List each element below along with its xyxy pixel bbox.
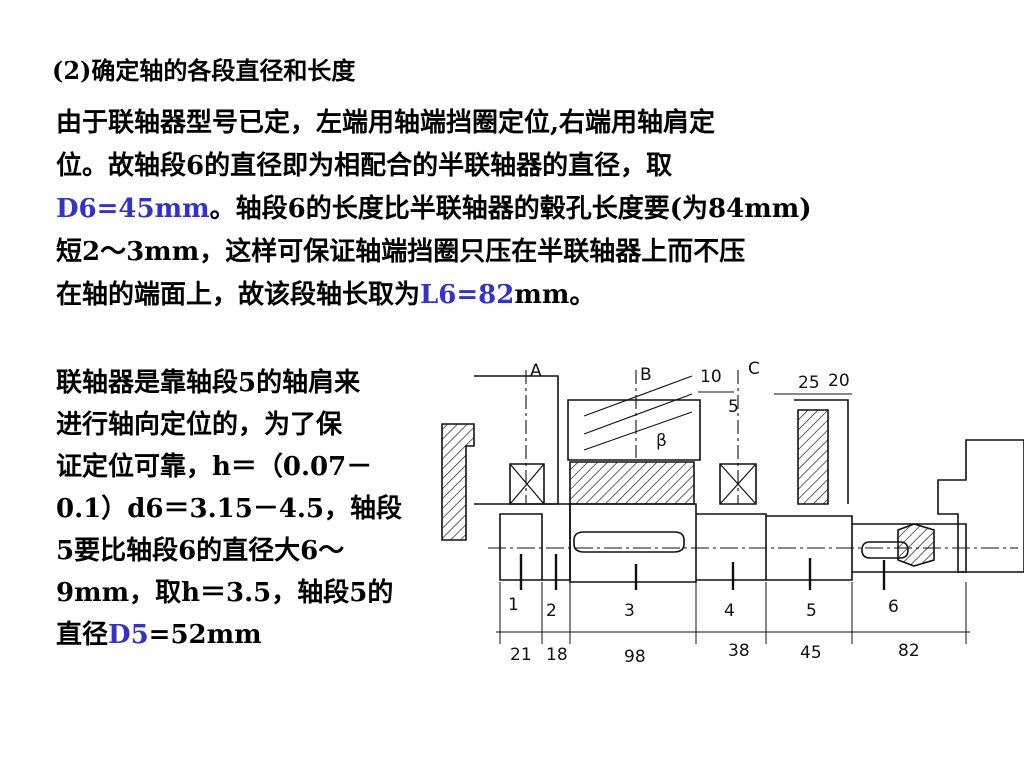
d5-value: D5: [108, 620, 149, 650]
segment-number-6: 6: [888, 597, 899, 617]
side-paragraph-line-1: 联轴器是靠轴段5的轴肩来: [56, 368, 361, 398]
main-paragraph-line-1: 由于联轴器型号已定，左端用轴端挡圈定位,右端用轴肩定: [56, 108, 716, 138]
main-paragraph-line-4: 短2～3mm，这样可保证轴端挡圈只压在半联轴器上而不压: [56, 237, 746, 267]
side-paragraph-line-4: 0.1）d6＝3.15－4.5，轴段: [56, 494, 403, 524]
shaft-assembly-drawing: A B C β 10 5 25 20 1 2 3 4 5 6 21 18 98 …: [438, 354, 1024, 670]
main-paragraph-line-5: 在轴的端面上，故该段轴长取为L6=82mm。: [56, 274, 986, 317]
segment-number-5: 5: [806, 601, 817, 621]
label-beta: β: [656, 431, 667, 451]
dim-top-5: 5: [728, 397, 739, 417]
label-b: B: [640, 365, 652, 385]
gear-hub: [569, 461, 695, 505]
right-housing: [797, 409, 829, 505]
side-paragraph-line-6: 9mm，取h＝3.5，轴段5的: [56, 578, 394, 608]
dim-top-10: 10: [700, 367, 722, 387]
dim-bottom-45: 45: [800, 643, 822, 663]
segment-number-2: 2: [546, 601, 557, 621]
shaft-segment-4: [696, 513, 767, 581]
dim-top-25: 25: [798, 373, 820, 393]
gear-outline: [567, 399, 701, 461]
segment-number-3: 3: [624, 601, 635, 621]
main-paragraph-line-5-end: mm。: [514, 280, 596, 310]
side-paragraph: 联轴器是靠轴段5的轴肩来 进行轴向定位的，为了保 证定位可靠，h＝（0.07－ …: [56, 362, 456, 656]
side-paragraph-line-2: 进行轴向定位的，为了保: [56, 410, 343, 440]
key-slot-2: [861, 541, 909, 559]
main-paragraph-line-3-rest: 。轴段6的长度比半联轴器的毂孔长度要(为84mm): [209, 194, 812, 224]
side-paragraph-line-5: 5要比轴段6的直径大6～: [56, 536, 345, 566]
left-housing: [441, 423, 475, 541]
label-a: A: [530, 361, 542, 381]
label-c: C: [748, 359, 760, 379]
main-paragraph-line-5-start: 在轴的端面上，故该段轴长取为: [56, 280, 421, 310]
dim-bottom-18: 18: [546, 645, 568, 665]
slide-title: (2)确定轴的各段直径和长度: [52, 56, 356, 85]
left-housing-outline: [474, 375, 559, 505]
main-paragraph-line-3: D6=45mm。轴段6的长度比半联轴器的毂孔长度要(为84mm): [56, 188, 986, 231]
side-paragraph-line-3: 证定位可靠，h＝（0.07－: [56, 452, 373, 482]
dim-bottom-38: 38: [728, 641, 750, 661]
key-slot-1: [573, 531, 685, 553]
segment-number-4: 4: [724, 601, 735, 621]
d6-value: D6=45mm: [56, 194, 210, 224]
dim-top-20: 20: [828, 371, 850, 391]
l6-value: L6=82: [420, 280, 515, 310]
side-paragraph-line-7: 直径D5=52mm: [56, 614, 456, 656]
main-paragraph-line-2: 位。故轴段6的直径即为相配合的半联轴器的直径，取: [56, 151, 673, 181]
shaft-drawing-svg: A B C β 10 5 25 20 1 2 3 4 5 6 21 18 98 …: [441, 359, 1024, 667]
dim-bottom-21: 21: [510, 645, 532, 665]
dim-bottom-82: 82: [898, 641, 920, 661]
coupling-key: [897, 523, 935, 567]
coupling: [937, 439, 1024, 573]
dim-bottom-98: 98: [624, 647, 646, 667]
side-paragraph-line-7-end: =52mm: [148, 620, 262, 650]
shaft-segment-3: [569, 503, 697, 583]
segment-number-1: 1: [508, 595, 519, 615]
main-paragraph: 由于联轴器型号已定，左端用轴端挡圈定位,右端用轴肩定 位。故轴段6的直径即为相配…: [56, 102, 986, 317]
side-paragraph-line-7-start: 直径: [56, 620, 109, 650]
